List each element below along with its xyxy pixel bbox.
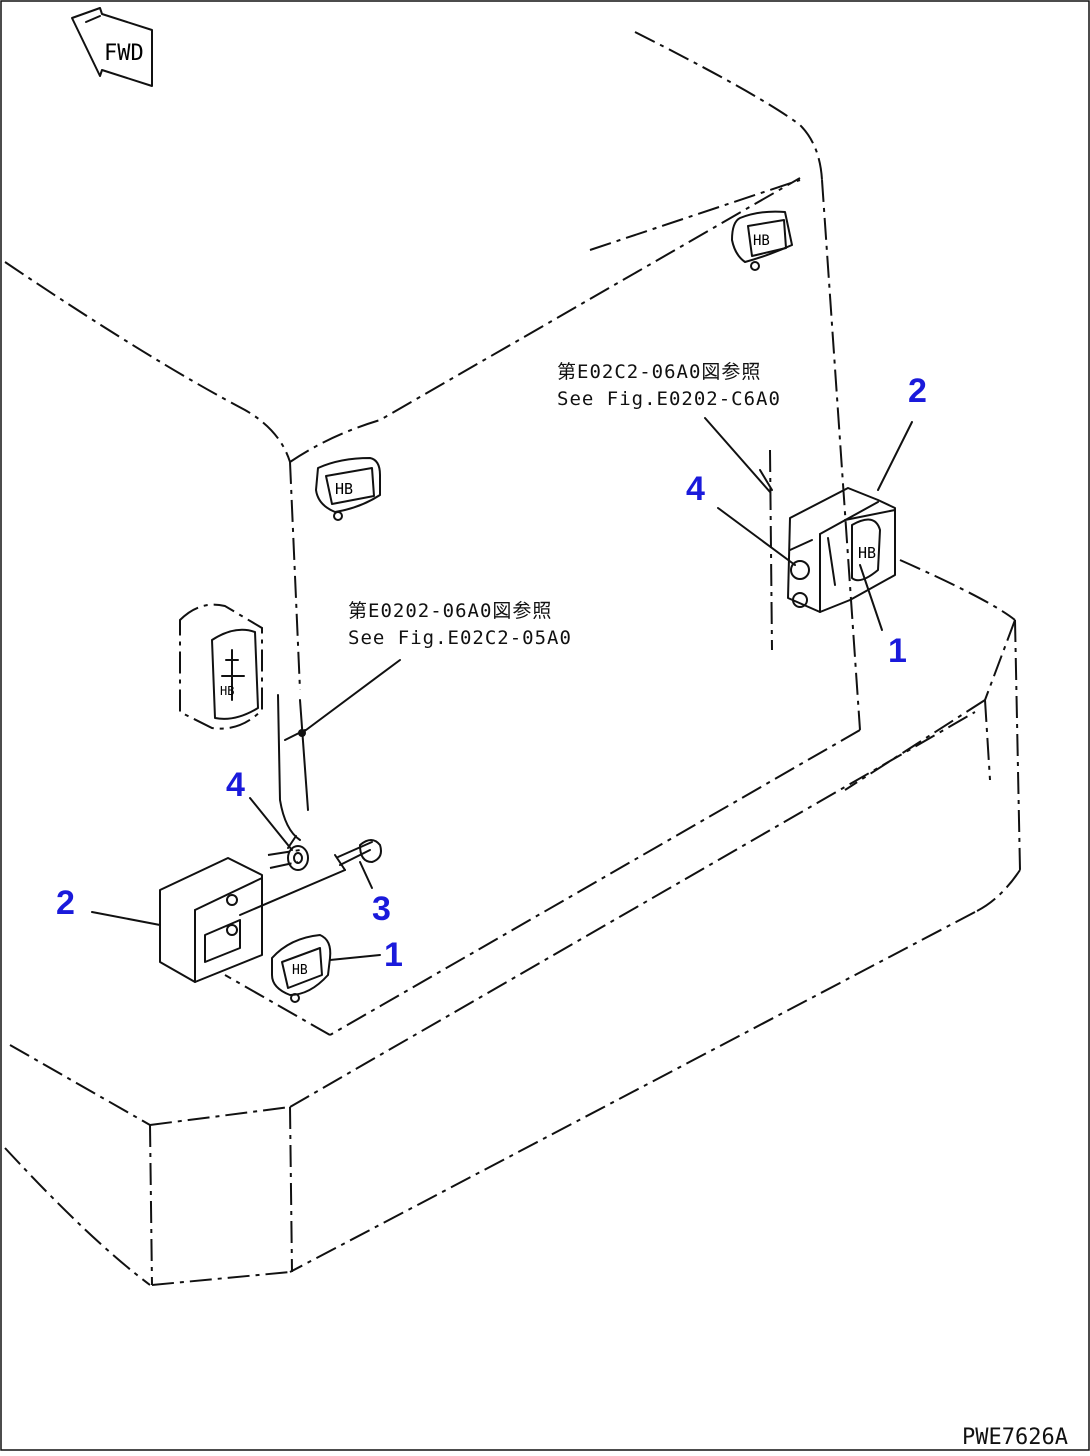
reference-upper-jp: 第E02C2-06A0図参照 — [557, 361, 761, 383]
lower-washer — [287, 835, 309, 871]
top-lamp: HB — [731, 210, 793, 271]
drawing-number: PWE7626A — [962, 1425, 1068, 1450]
callout-left-4: 4 — [226, 766, 245, 804]
callout-left-1: 1 — [384, 936, 403, 974]
lower-bracket — [159, 857, 263, 983]
lower-harness — [267, 694, 309, 869]
fwd-label: FWD — [104, 41, 144, 66]
cab-body — [4, 31, 1021, 1286]
upper-lamp-mark: HB — [335, 480, 353, 498]
reference-lower-en: See Fig.E02C2-05A0 — [348, 627, 572, 649]
reference-lower-jp: 第E0202-06A0図参照 — [348, 600, 552, 622]
lower-bolt — [239, 839, 382, 916]
callouts: 2 4 1 4 2 3 1 — [56, 372, 927, 974]
top-lamp-mark: HB — [753, 233, 770, 249]
lower-lamp: HB — [271, 934, 332, 1003]
leader-lines — [91, 421, 913, 961]
reference-lower: 第E0202-06A0図参照 See Fig.E02C2-05A0 — [298, 600, 572, 737]
fwd-arrow-icon: FWD — [71, 7, 153, 87]
callout-right-4: 4 — [686, 470, 705, 508]
reference-upper: 第E02C2-06A0図参照 See Fig.E0202-C6A0 — [557, 361, 781, 493]
reference-upper-en: See Fig.E0202-C6A0 — [557, 388, 781, 410]
side-lamp: HB — [179, 603, 263, 730]
right-lamp-mark: HB — [858, 544, 876, 562]
callout-left-3: 3 — [372, 890, 391, 928]
lower-lamp-mark: HB — [292, 963, 308, 978]
callout-right-2: 2 — [908, 372, 927, 410]
side-lamp-mark: HB — [220, 684, 234, 698]
callout-right-1: 1 — [888, 632, 907, 670]
right-harness — [759, 449, 773, 651]
right-bracket: HB — [787, 487, 896, 613]
upper-lamp: HB — [315, 457, 381, 521]
callout-left-2: 2 — [56, 884, 75, 922]
